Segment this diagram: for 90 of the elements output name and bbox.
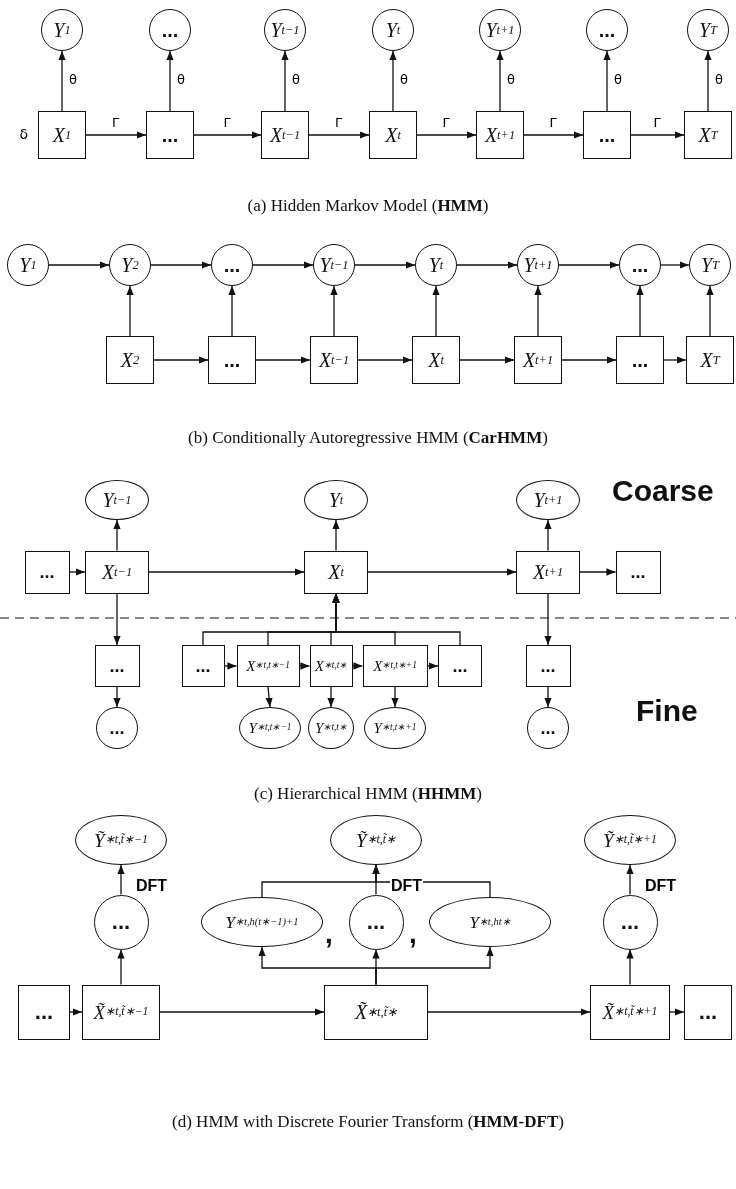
arrow <box>704 50 712 112</box>
arrow <box>159 1008 325 1016</box>
arrow <box>117 864 125 896</box>
ellipsis-box: ... <box>94 645 140 687</box>
ellipsis-box: ... <box>583 111 631 159</box>
arrow <box>636 285 644 337</box>
level-label: Coarse <box>612 474 714 508</box>
arrow <box>265 686 273 708</box>
arrow <box>391 686 399 708</box>
arrow <box>544 519 552 552</box>
arrow <box>354 261 416 269</box>
arrow <box>426 662 439 670</box>
arrow <box>367 568 517 576</box>
arrow <box>416 131 477 139</box>
figure-caption: (d) HMM with Discrete Fourier Transform (HMM-DFT) <box>172 1112 564 1132</box>
arrow <box>85 131 147 139</box>
ellipsis-circle: ... <box>348 894 404 950</box>
arrow <box>58 50 66 112</box>
arrow <box>327 686 335 708</box>
arrow <box>330 285 338 337</box>
arrow <box>534 285 542 337</box>
arrow <box>626 864 634 896</box>
ellipsis-box: ... <box>616 336 664 384</box>
arrow <box>281 50 289 112</box>
arrow <box>150 261 212 269</box>
arrow <box>113 592 121 646</box>
arrow <box>255 356 311 364</box>
arrow <box>193 131 262 139</box>
arrow <box>69 1008 83 1016</box>
arrow <box>558 261 620 269</box>
arrow <box>223 662 238 670</box>
arrow <box>663 356 687 364</box>
arrow <box>332 519 340 552</box>
arrow <box>153 356 209 364</box>
ellipsis-box: ... <box>24 550 70 594</box>
arrow <box>626 948 634 986</box>
arrow <box>113 519 121 552</box>
ellipsis-circle: ... <box>211 244 253 286</box>
comma-separator: , <box>409 918 417 950</box>
arrow <box>357 356 413 364</box>
ellipsis-box: ... <box>438 645 482 687</box>
arrow <box>166 50 174 112</box>
arrow <box>375 946 494 986</box>
arrow <box>113 686 121 708</box>
figure-caption: (c) Hierarchical HMM (HHMM) <box>254 784 482 804</box>
arrow <box>544 686 552 708</box>
ellipsis-circle: ... <box>96 707 138 749</box>
ellipsis-box: ... <box>181 645 225 687</box>
arrow <box>351 662 364 670</box>
arrow <box>389 50 397 112</box>
ellipsis-box: ... <box>684 984 732 1040</box>
arrow <box>148 568 305 576</box>
level-label: Fine <box>636 694 698 728</box>
arrow <box>432 285 440 337</box>
arrow <box>660 261 690 269</box>
figure-caption: (a) Hidden Markov Model (HMM) <box>247 196 489 216</box>
arrow <box>298 662 311 670</box>
arrow <box>126 285 134 337</box>
arrow <box>669 1008 685 1016</box>
ellipsis-box: ... <box>208 336 256 384</box>
initial-distribution-label: δ <box>19 126 28 142</box>
ellipsis-circle: ... <box>527 707 569 749</box>
arrow <box>496 50 504 112</box>
arrow <box>228 285 236 337</box>
arrow <box>252 261 314 269</box>
arrow <box>68 568 86 576</box>
ellipsis-box: ... <box>525 645 571 687</box>
ellipsis-box: ... <box>615 550 661 594</box>
arrow <box>48 261 110 269</box>
comma-separator: , <box>325 918 333 950</box>
ellipsis-circle: ... <box>149 9 191 51</box>
arrow <box>603 50 611 112</box>
arrow <box>427 1008 591 1016</box>
arrow <box>456 261 518 269</box>
arrow <box>459 356 515 364</box>
arrow <box>117 948 125 986</box>
ellipsis-circle: ... <box>619 244 661 286</box>
arrow <box>579 568 617 576</box>
ellipsis-circle: ... <box>93 894 149 950</box>
arrow <box>308 131 370 139</box>
arrow <box>523 131 584 139</box>
ellipsis-box: ... <box>18 984 70 1040</box>
arrow <box>561 356 617 364</box>
ellipsis-circle: ... <box>602 894 658 950</box>
ellipsis-circle: ... <box>586 9 628 51</box>
arrow <box>706 285 714 337</box>
figure-caption: (b) Conditionally Autoregressive HMM (CarHMM) <box>188 428 548 448</box>
ellipsis-box: ... <box>146 111 194 159</box>
arrow <box>544 592 552 646</box>
arrow <box>630 131 685 139</box>
